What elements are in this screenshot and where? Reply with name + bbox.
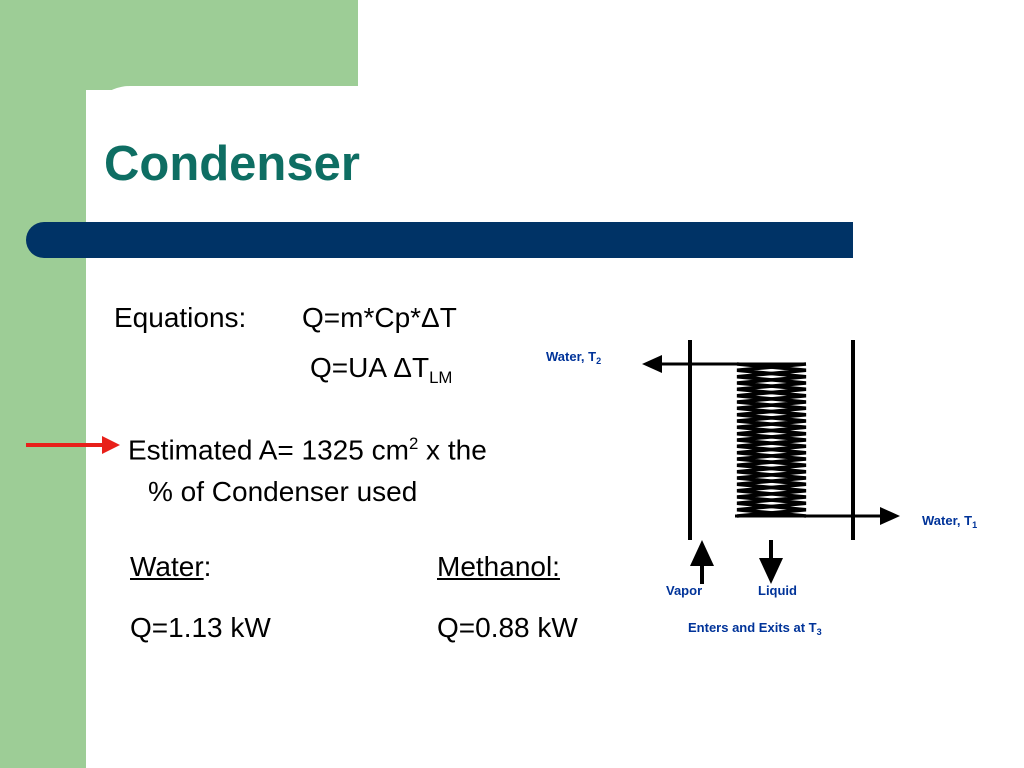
- water-outlet-label: Water, T2: [546, 350, 601, 366]
- liquid-down-arrow-icon: [759, 558, 783, 584]
- condenser-diagram: Water, T2 Water, T1 Vapor Liquid Enters …: [530, 330, 1024, 650]
- title-rule: [26, 222, 853, 258]
- water-outlet-sub: 2: [596, 356, 602, 366]
- vapor-label: Vapor: [666, 583, 703, 598]
- slide-title: Condenser: [104, 137, 360, 191]
- diagram-caption-text: Enters and Exits at T: [688, 620, 817, 635]
- cooling-coil-cross: [736, 362, 807, 518]
- diagram-caption: Enters and Exits at T3: [688, 621, 822, 637]
- equations-label: Equations:: [114, 302, 247, 333]
- water-heading: Water:: [130, 553, 211, 581]
- diagram-caption-sub: 3: [816, 627, 822, 637]
- cooling-coil: [736, 362, 807, 518]
- estimate-superscript: 2: [408, 434, 419, 453]
- content-panel: [86, 86, 1024, 768]
- water-colon: :: [203, 551, 212, 582]
- water-inlet-label: Water, T1: [922, 514, 977, 530]
- estimate-tail: x the: [418, 434, 487, 466]
- green-sidebar: [0, 0, 86, 768]
- water-inlet-arrow-icon: [880, 507, 900, 525]
- methanol-heat-value: Q=0.88 kW: [437, 612, 578, 643]
- liquid-label: Liquid: [758, 583, 797, 598]
- equation-lmtd: Q=UA ΔTLM: [310, 354, 452, 387]
- equation-lmtd-main: Q=UA ΔT: [310, 352, 430, 383]
- estimate-line-2: % of Condenser used: [148, 476, 418, 507]
- condenser-schematic: [642, 340, 900, 584]
- water-heat-value: Q=1.13 kW: [130, 612, 271, 643]
- water-outlet-arrow-icon: [642, 355, 662, 373]
- equation-heat-capacity: Q=m*Cp*ΔT: [302, 302, 457, 333]
- vapor-up-arrow-icon: [690, 540, 714, 566]
- estimate-line-1: Estimated A= 1325 cm2 x the: [128, 434, 487, 466]
- water-inlet-text: Water, T: [922, 513, 973, 528]
- estimate-area: Estimated A= 1325 cm: [128, 434, 409, 466]
- water-label: Water: [130, 551, 204, 582]
- green-top-band: [0, 0, 358, 90]
- equation-lmtd-sub: LM: [429, 368, 453, 387]
- methanol-heading: Methanol:: [437, 551, 560, 582]
- red-arrow-icon: [26, 436, 120, 454]
- water-outlet-text: Water, T: [546, 349, 597, 364]
- water-inlet-sub: 1: [972, 520, 978, 530]
